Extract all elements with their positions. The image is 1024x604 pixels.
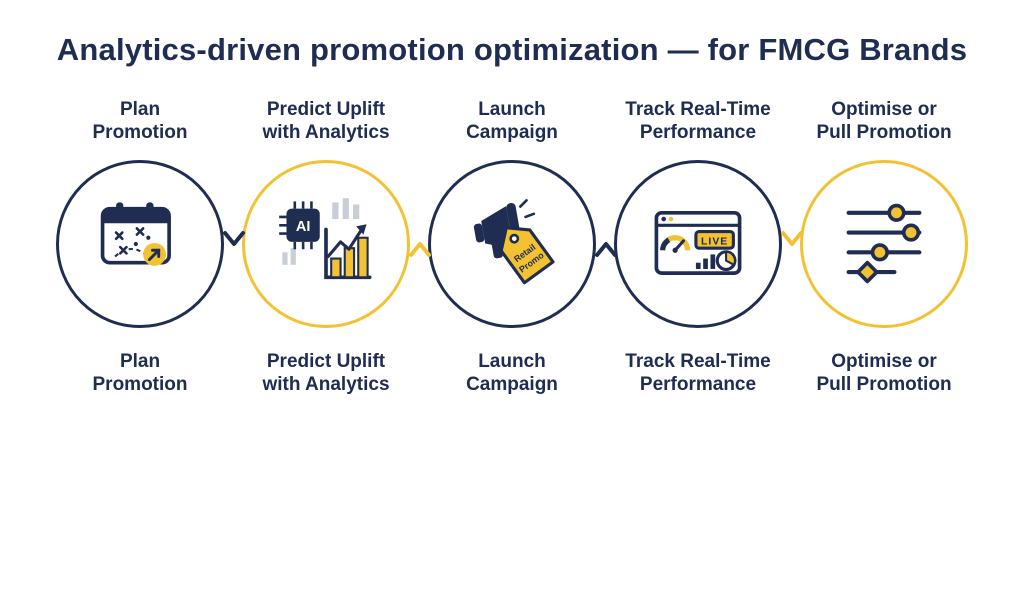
page-title: Analytics-driven promotion optimization … (56, 32, 968, 67)
sliders-icon (846, 203, 922, 284)
step-circle: AI (242, 160, 410, 328)
step-label-bottom: Predict Uplift with Analytics (262, 351, 390, 396)
steps-row: Plan Promotion (51, 92, 974, 396)
ai-chip-chart-icon: AI (279, 198, 372, 280)
flow-arrow-up-icon (408, 242, 431, 257)
calendar-strategy-icon (100, 202, 171, 266)
step-label-top: Optimise or Pull Promotion (816, 98, 952, 143)
step-launch-campaign: Launch Campaign (423, 92, 602, 396)
step-label-top: Plan Promotion (92, 98, 188, 143)
infographic: Analytics-driven promotion optimization … (0, 32, 1024, 396)
step-label-top: Launch Campaign (466, 98, 558, 143)
step-track-performance: Track Real-Time Performance (609, 92, 788, 396)
step-circle (56, 160, 224, 328)
dashboard-live-icon: LIVE (654, 210, 742, 275)
flow-arrow-down-icon (222, 231, 245, 246)
ai-chip-label: AI (296, 219, 311, 235)
step-circle (800, 160, 968, 328)
step-label-top: Predict Uplift with Analytics (262, 98, 390, 143)
step-label-bottom: Optimise or Pull Promotion (816, 351, 952, 396)
step-label-bottom: Plan Promotion (92, 351, 188, 396)
step-label-bottom: Launch Campaign (466, 351, 558, 396)
step-label-top: Track Real-Time Performance (625, 98, 771, 143)
step-circle: LIVE (614, 160, 782, 328)
step-optimise-or-pull: Optimise or Pull Promotion (795, 92, 974, 396)
step-circle: Retail Promo (428, 160, 596, 328)
step-predict-uplift: Predict Uplift with Analytics (237, 92, 416, 396)
flow-arrow-down-icon (780, 231, 803, 246)
step-label-bottom: Track Real-Time Performance (625, 351, 771, 396)
step-plan-promotion: Plan Promotion (51, 92, 230, 396)
flow-arrow-up-icon (594, 242, 617, 257)
megaphone-tag-icon: Retail Promo (473, 199, 555, 285)
live-badge-label: LIVE (701, 237, 728, 248)
process-flow: Plan Promotion (51, 92, 974, 396)
